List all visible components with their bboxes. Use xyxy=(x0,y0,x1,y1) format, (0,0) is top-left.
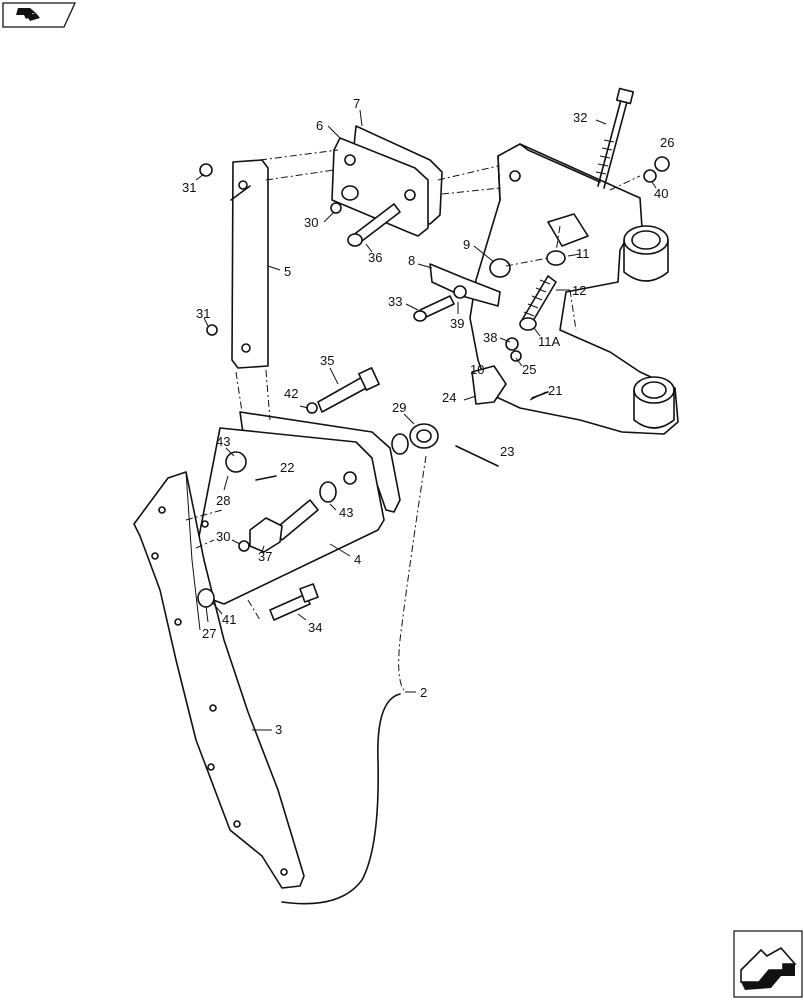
callout-26: 26 xyxy=(660,135,674,150)
callout-34: 34 xyxy=(308,620,322,635)
adjusting-bolt xyxy=(595,87,635,189)
callout-24: 24 xyxy=(442,390,456,405)
callout-32: 32 xyxy=(573,110,587,125)
previous-page-button[interactable] xyxy=(2,2,77,28)
spring xyxy=(519,250,566,331)
callout-30-upper: 30 xyxy=(304,215,318,230)
callout-40: 40 xyxy=(654,186,668,201)
callout-6: 6 xyxy=(316,118,323,133)
assembly-brace xyxy=(281,693,401,905)
bolt-34 xyxy=(269,583,319,621)
callout-11: 11 xyxy=(576,246,590,261)
callout-4: 4 xyxy=(354,552,361,567)
callout-labels: 2 3 4 5 6 7 8 9 10 11 11A 12 21 22 23 24… xyxy=(182,96,674,737)
callout-35: 35 xyxy=(320,353,334,368)
callout-39: 39 xyxy=(450,316,464,331)
bolt-35 xyxy=(317,367,380,413)
callout-42-lower: 43 xyxy=(216,434,230,449)
bolt-33 xyxy=(413,295,455,322)
bolt-36 xyxy=(347,203,401,247)
callout-37: 37 xyxy=(258,549,272,564)
next-page-button[interactable] xyxy=(733,930,803,998)
bolt-37 xyxy=(249,499,319,553)
callout-3: 3 xyxy=(275,722,282,737)
callout-23: 23 xyxy=(500,444,514,459)
callout-27: 27 xyxy=(202,626,216,641)
callout-30-lower: 30 xyxy=(216,529,230,544)
previous-page-arrow-icon xyxy=(2,2,77,28)
callout-41: 41 xyxy=(222,612,236,627)
callout-5: 5 xyxy=(284,264,291,279)
callout-29: 29 xyxy=(392,400,406,415)
callout-42-upper: 42 xyxy=(284,386,298,401)
callout-21: 21 xyxy=(548,383,562,398)
callout-10: 10 xyxy=(470,362,484,377)
callout-28: 28 xyxy=(216,493,230,508)
phantom-lines xyxy=(185,149,641,691)
nuts-and-washers xyxy=(197,156,670,608)
callout-11a: 11A xyxy=(538,334,560,349)
small-plate xyxy=(429,213,589,405)
callout-25: 25 xyxy=(522,362,536,377)
callout-36: 36 xyxy=(368,250,382,265)
next-page-arrow-icon xyxy=(733,930,803,998)
standard-shank xyxy=(133,471,305,889)
callout-22: 22 xyxy=(280,460,294,475)
callout-9: 9 xyxy=(463,237,470,252)
callout-2: 2 xyxy=(420,685,427,700)
vertical-arm xyxy=(230,159,269,369)
callout-43-lower: 43 xyxy=(339,505,353,520)
callout-31-lower: 31 xyxy=(196,306,210,321)
callout-31-upper: 31 xyxy=(182,180,196,195)
callout-12: 12 xyxy=(572,283,586,298)
callout-8: 8 xyxy=(408,253,415,268)
callout-7: 7 xyxy=(353,96,360,111)
upper-plate-assembly xyxy=(331,125,443,237)
callout-38: 38 xyxy=(483,330,497,345)
callout-33: 33 xyxy=(388,294,402,309)
mounting-bracket xyxy=(469,143,679,435)
